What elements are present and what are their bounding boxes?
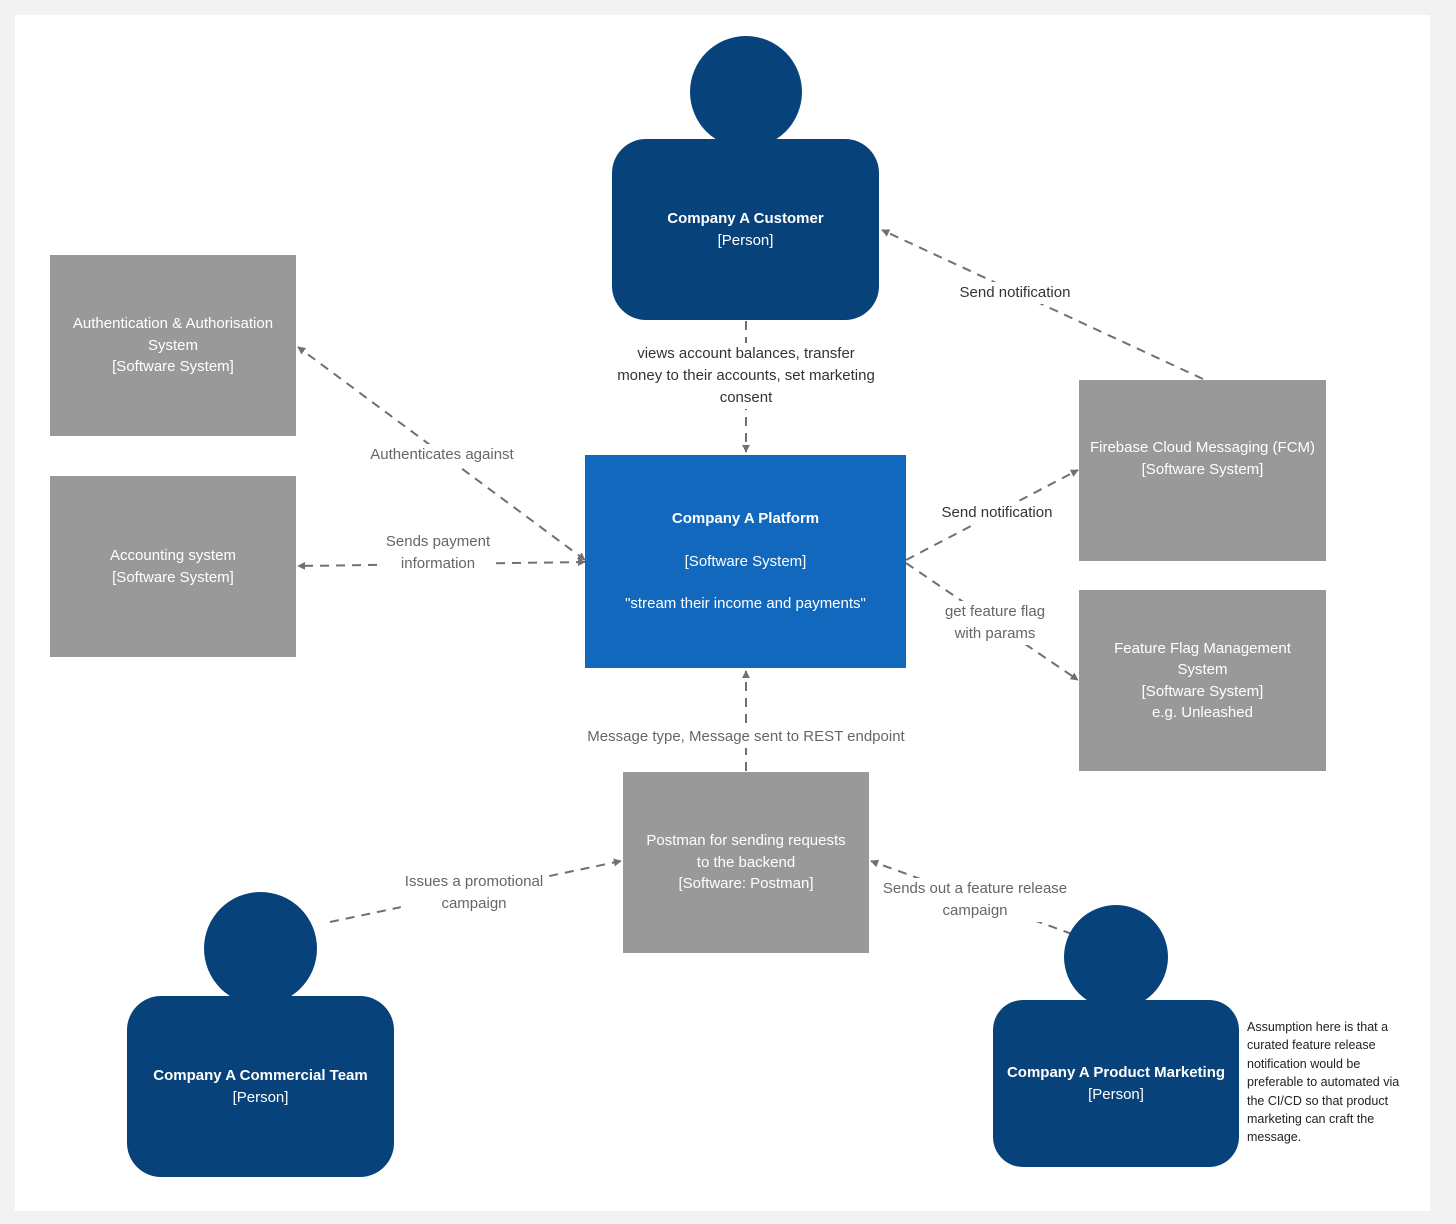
customer-title: Company A Customer	[667, 210, 824, 227]
featureflag-system-box[interactable]: Feature Flag Management System [Software…	[1079, 590, 1326, 771]
platform-title: Company A Platform	[671, 510, 820, 528]
featureflag-system-example: e.g. Unleashed	[1152, 704, 1253, 721]
platform-description: "stream their income and payments"	[625, 595, 866, 613]
accounting-system-box[interactable]: Accounting system [Software System]	[50, 476, 296, 657]
commercial-title: Company A Commercial Team	[153, 1067, 368, 1084]
fcm-system-type: [Software System]	[1141, 460, 1264, 478]
accounting-system-name: Accounting system	[110, 547, 236, 564]
marketing-person-head	[1064, 905, 1168, 1009]
postman-system-type: [Software: Postman]	[678, 875, 814, 893]
marketing-title: Company A Product Marketing	[1006, 1064, 1226, 1081]
featureflag-system-name-line2: System	[1177, 661, 1228, 678]
auth-system-box[interactable]: Authentication & Authorisation System [S…	[50, 255, 296, 436]
fcm-system-name: Firebase Cloud Messaging (FCM)	[1089, 439, 1316, 456]
edge-label-postman-platform: Message type, Message sent to REST endpo…	[583, 726, 909, 748]
auth-system-name-line1: Authentication & Authorisation	[72, 315, 274, 333]
postman-system-name-line1: Postman for sending requests	[646, 832, 846, 850]
customer-type: [Person]	[717, 231, 774, 249]
featureflag-system-type: [Software System]	[1141, 682, 1264, 700]
featureflag-system-name-line1: Feature Flag Management	[1114, 639, 1291, 657]
commercial-person[interactable]: Company A Commercial Team [Person]	[127, 996, 394, 1177]
customer-person-head	[690, 36, 802, 148]
postman-system-name-line2: to the backend	[696, 853, 796, 871]
fcm-system-box[interactable]: Firebase Cloud Messaging (FCM) [Software…	[1079, 380, 1326, 561]
auth-system-name-line2: System	[147, 336, 198, 354]
marketing-type: [Person]	[1088, 1085, 1144, 1103]
platform-type: [Software System]	[684, 552, 807, 570]
commercial-type: [Person]	[232, 1088, 289, 1106]
edge-label-platform-fcm: Send notification	[937, 502, 1057, 524]
platform-box[interactable]: Company A Platform [Software System] "st…	[585, 455, 906, 668]
postman-system-box[interactable]: Postman for sending requests to the back…	[623, 772, 869, 953]
edge-label-fcm-customer: Send notification	[955, 282, 1075, 304]
assumption-note: Assumption here is that a curated featur…	[1247, 1020, 1400, 1145]
auth-system-type: [Software System]	[112, 358, 234, 376]
marketing-person[interactable]: Company A Product Marketing [Person]	[993, 1000, 1239, 1167]
edge-fcm-customer	[881, 229, 1204, 380]
accounting-system-type: [Software System]	[112, 568, 234, 586]
commercial-person-head	[204, 892, 317, 1005]
customer-person[interactable]: Company A Customer [Person]	[612, 139, 879, 320]
edge-label-platform-auth: Authenticates against	[366, 444, 518, 466]
